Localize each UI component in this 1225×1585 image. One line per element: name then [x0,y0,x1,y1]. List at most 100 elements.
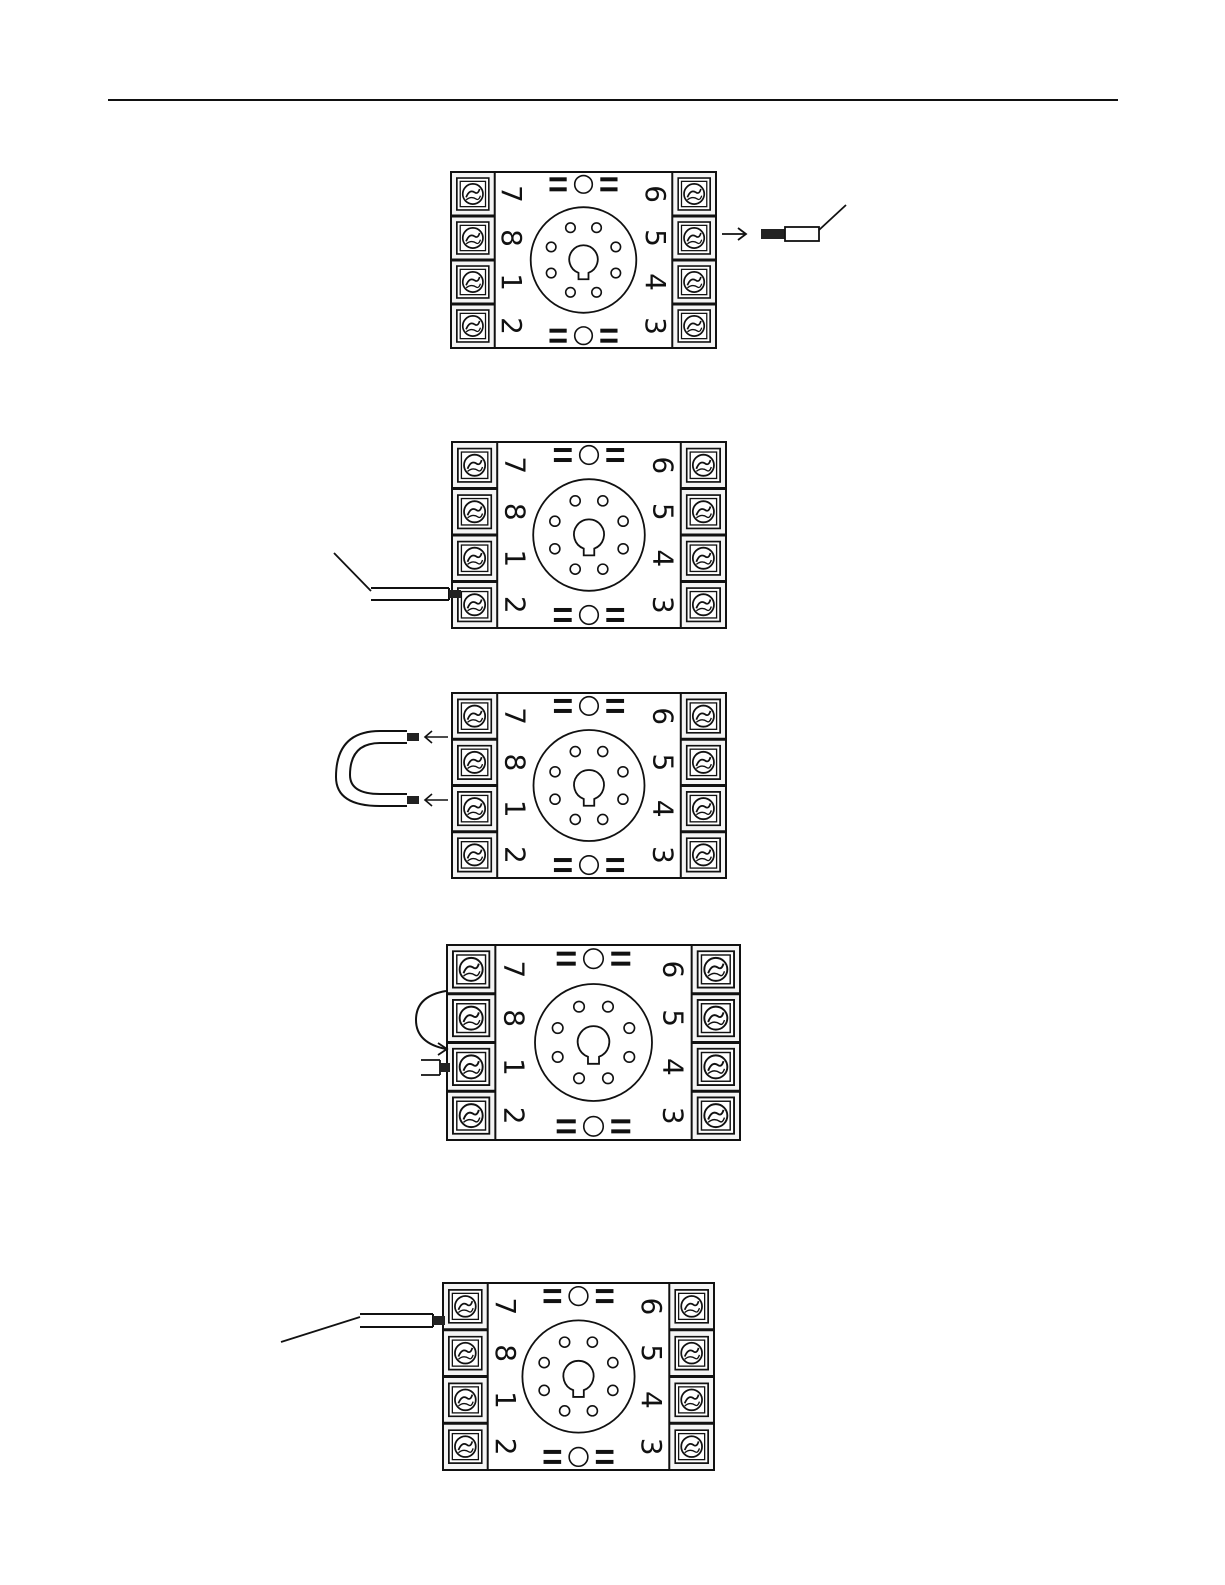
terminal-number-label: 6 [657,960,690,978]
screw-terminal-icon [687,746,720,779]
screw-terminal-icon [687,495,720,528]
step-jumper-7-1-annotation [336,731,448,806]
octal-pin-hole-icon [560,1406,570,1416]
retainer-slot [549,339,566,343]
octal-pin-hole-icon [592,223,602,233]
octal-pin-hole-icon [598,496,608,506]
octal-pin-hole-icon [570,564,580,574]
retainer-slot [596,1460,614,1464]
screw-terminal-icon [678,310,710,342]
octal-pin-hole-icon [624,1023,635,1034]
wire-insulation [785,227,819,241]
screw-terminal-icon [698,1049,734,1085]
octal-pin-hole-icon [546,268,556,278]
jumper-loop-wire-inner [350,743,407,794]
octal-relay-socket: 76851423 [447,945,740,1140]
octal-relay-socket: 76851423 [451,172,716,348]
terminal-number-label: 1 [495,273,528,291]
octal-pin-hole-icon [611,268,621,278]
screw-terminal-icon [449,1337,482,1370]
retainer-hole [580,697,599,716]
callout-leader-line [281,1317,360,1342]
retainer-hole [575,176,593,194]
screw-terminal-icon [458,449,491,482]
step-strip-wire-annotation [722,205,846,241]
screw-terminal-icon [458,838,491,871]
step-connect-2-annotation [334,553,461,600]
screw-terminal-icon [458,699,491,732]
terminal-number-label: 6 [639,185,672,203]
terminal-number-label: 1 [499,549,532,567]
octal-pin-hole-icon [618,794,628,804]
octal-pin-hole-icon [552,1023,563,1034]
step-jumper-8-1-annotation [416,991,450,1075]
stripped-conductor [440,1063,450,1072]
retainer-slot [557,952,576,956]
callout-leader-line [819,205,846,230]
retainer-slot [600,187,617,191]
stripped-conductor [407,733,419,741]
octal-pin-hole-icon [618,516,628,526]
terminal-number-label: 4 [646,549,679,567]
retainer-slot [606,458,624,462]
screw-terminal-icon [458,746,491,779]
retainer-slot [606,858,624,862]
octal-pin-hole-icon [566,223,576,233]
octal-pin-hole-icon [570,496,580,506]
retainer-slot [557,962,576,966]
terminal-number-label: 2 [497,1107,530,1125]
retainer-slot [554,858,572,862]
screw-terminal-icon [453,1097,489,1133]
retainer-slot [611,1129,630,1133]
octal-pin-hole-icon [611,242,621,252]
octal-pin-hole-icon [566,288,576,298]
terminal-number-label: 3 [646,846,679,864]
retainer-slot [557,1119,576,1123]
terminal-number-label: 3 [635,1438,668,1456]
jumper-curve-wire [416,991,446,1049]
retainer-slot [544,1460,562,1464]
screw-terminal-icon [687,699,720,732]
octal-relay-socket: 76851423 [452,693,726,878]
terminal-number-label: 3 [639,317,672,335]
octal-pin-hole-icon [598,564,608,574]
terminal-number-label: 2 [499,846,532,864]
octal-pin-hole-icon [603,1073,614,1084]
screw-terminal-icon [687,792,720,825]
retainer-slot [600,177,617,181]
terminal-number-label: 7 [497,960,530,978]
octal-pin-hole-icon [570,814,580,824]
terminal-number-label: 4 [646,800,679,818]
octal-relay-socket: 76851423 [452,442,726,628]
screw-terminal-icon [449,1290,482,1323]
retainer-slot [549,187,566,191]
octal-pin-hole-icon [550,544,560,554]
octal-pin-hole-icon [603,1001,614,1012]
retainer-slot [606,608,624,612]
retainer-slot [544,1450,562,1454]
terminal-number-label: 2 [495,317,528,335]
retainer-slot [611,952,630,956]
screw-terminal-icon [457,222,489,254]
screw-terminal-icon [698,951,734,987]
octal-pin-hole-icon [560,1337,570,1347]
screw-terminal-icon [675,1383,708,1416]
retainer-slot [606,618,624,622]
screw-terminal-icon [687,542,720,575]
screw-terminal-icon [453,951,489,987]
screw-terminal-icon [458,792,491,825]
octal-pin-hole-icon [574,1001,585,1012]
retainer-slot [544,1289,562,1293]
octal-pin-hole-icon [570,747,580,757]
retainer-slot [596,1450,614,1454]
octal-pin-hole-icon [550,794,560,804]
terminal-number-label: 5 [657,1009,690,1027]
retainer-hole [580,856,599,875]
octal-pin-hole-icon [618,767,628,777]
step-connect-7-annotation [281,1314,445,1342]
terminal-number-label: 2 [499,596,532,614]
retainer-slot [606,448,624,452]
octal-pin-hole-icon [608,1385,618,1395]
retainer-hole [580,606,599,625]
